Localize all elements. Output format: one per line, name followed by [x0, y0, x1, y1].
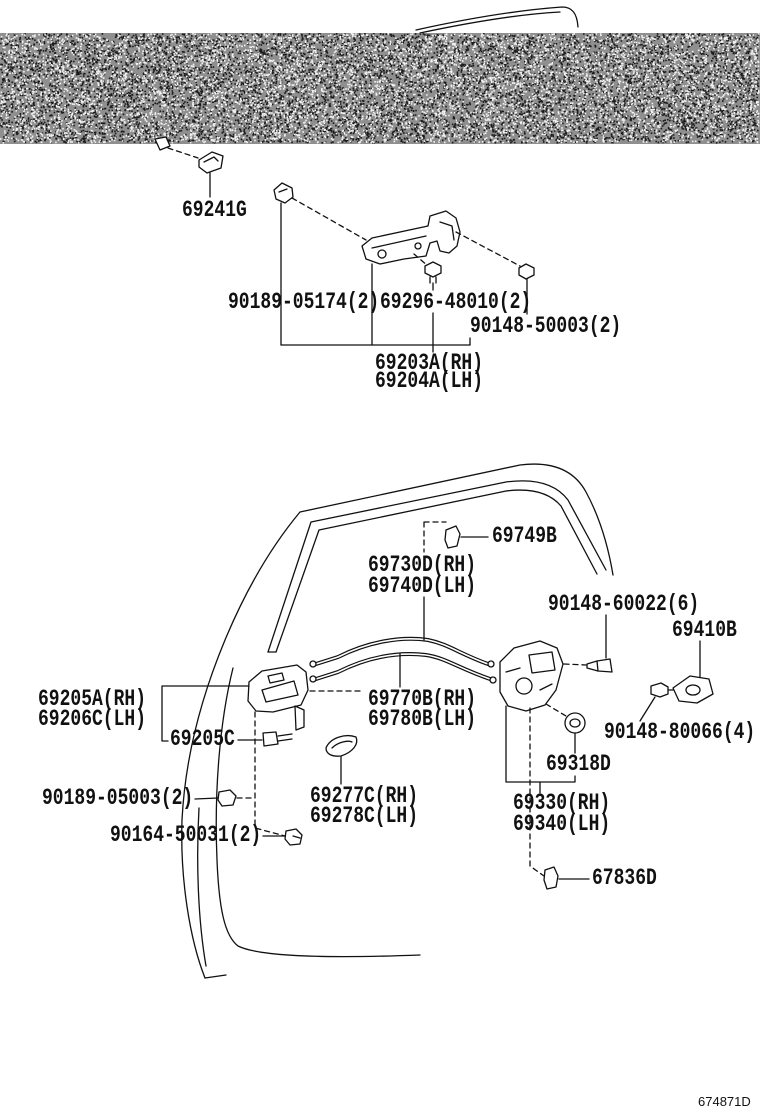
part-door-lock-cables [309, 596, 497, 692]
callout-69204a-lh: 69204A(LH) [375, 368, 484, 395]
callout-90148-50003: 90148-50003(2) [470, 313, 622, 340]
callout-69749b: 69749B [492, 523, 557, 550]
part-69241g-pad [198, 151, 224, 198]
bracket-leader-69205a [161, 685, 250, 742]
callout-69340-lh: 69340(LH) [513, 811, 611, 838]
drawing-number: 674871D [698, 1094, 751, 1109]
callout-90189-05003: 90189-05003(2) [42, 785, 194, 812]
part-69205c-screw [237, 731, 293, 747]
callout-69410b: 69410B [672, 617, 737, 644]
part-67836d-clip [529, 707, 590, 890]
callout-69203a-rh: 69203A(RH) [375, 350, 484, 377]
part-69410b-striker [672, 640, 714, 704]
callout-69206c-lh: 69206C(LH) [38, 706, 147, 733]
part-69330-door-lock [499, 640, 576, 794]
part-90189-05174-clip [273, 182, 367, 346]
callout-69205a-rh: 69205A(RH) [38, 686, 147, 713]
obscured-band [0, 33, 760, 144]
part-69277c-cover [325, 734, 358, 785]
part-69318d-cap [545, 703, 586, 754]
speckle-texture-light [0, 33, 760, 144]
assembly-dashed-lines [236, 711, 286, 837]
callout-69205c: 69205C [170, 726, 235, 753]
callout-69277c-rh: 69277C(RH) [310, 783, 419, 810]
callout-69318d: 69318D [546, 751, 611, 778]
callout-69330-rh: 69330(RH) [513, 790, 611, 817]
part-90189-05003-screw [194, 789, 237, 807]
part-69749b-clip [423, 521, 489, 553]
door-panel-outline [181, 463, 614, 979]
part-69205a-inside-handle [161, 664, 309, 742]
callout-90189-05174: 90189-05174(2) [228, 289, 380, 316]
callout-69780b-lh: 69780B(LH) [368, 706, 477, 733]
callout-67836d: 67836D [592, 865, 657, 892]
leader-line [194, 797, 219, 800]
callout-69241g: 69241G [182, 197, 247, 224]
bracket-leader-69330 [505, 705, 576, 794]
part-90148-50003-bolt [469, 263, 535, 346]
callout-90148-60022: 90148-60022(6) [548, 591, 700, 618]
callout-69730d-rh: 69730D(RH) [368, 552, 477, 579]
top-molding [415, 6, 579, 34]
part-90148-60022-screw [563, 614, 613, 673]
bracket-leader-69203a [280, 344, 471, 353]
callout-90148-80066: 90148-80066(4) [604, 719, 756, 746]
part-90148-80066-screw [639, 682, 675, 722]
callout-69278c-lh: 69278C(LH) [310, 803, 419, 830]
part-69203a-handle-frame [361, 210, 521, 346]
part-upper-retainer [154, 136, 199, 159]
callout-90164-50031: 90164-50031(2) [110, 822, 262, 849]
callout-69770b-rh: 69770B(RH) [368, 686, 477, 713]
leader-line [639, 696, 656, 722]
callout-69740d-lh: 69740D(LH) [368, 573, 477, 600]
callout-69296-48010: 69296-48010(2) [380, 289, 532, 316]
part-90164-50031-screw [262, 828, 303, 846]
part-69296-48010-bolt [424, 261, 442, 346]
